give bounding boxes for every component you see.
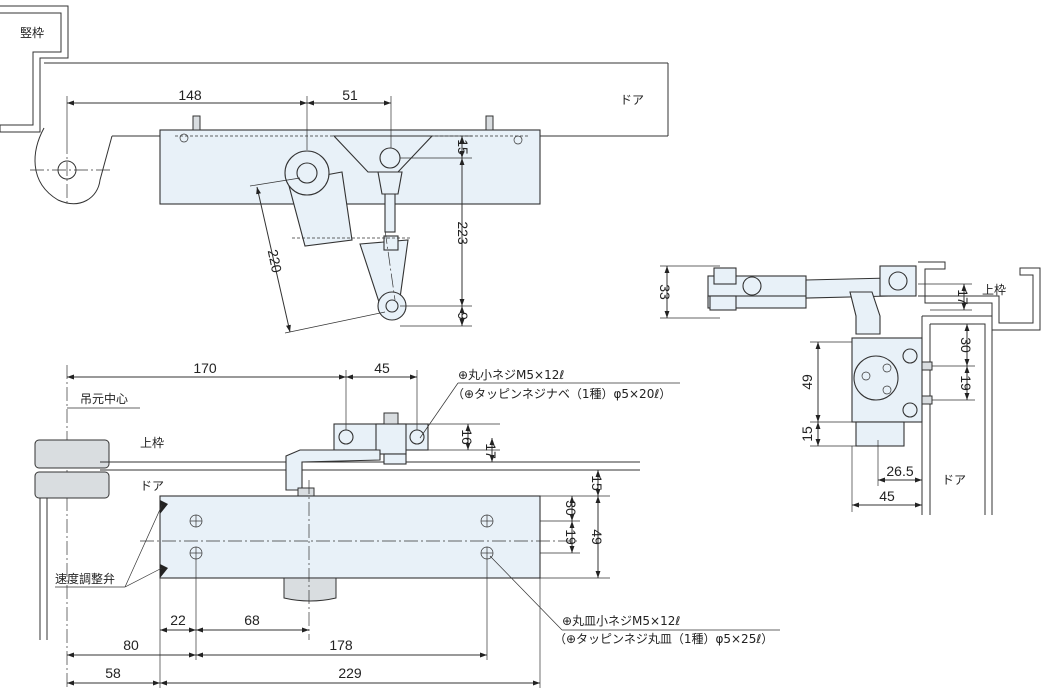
dim-26-5: 26.5 bbox=[886, 463, 913, 479]
side-view: 33 17 上枠 30 19 49 15 26.5 45 ドア bbox=[657, 261, 1041, 515]
label-frame-vertical: 竪枠 bbox=[20, 26, 44, 40]
dim-15-side: 15 bbox=[799, 426, 815, 442]
dim-16: 16 bbox=[459, 429, 475, 445]
label-screw-top-2: （⊕タッピンネジナベ（1種）φ5×20ℓ） bbox=[452, 387, 671, 401]
top-frame-profile bbox=[918, 261, 1041, 331]
dim-22: 22 bbox=[170, 612, 186, 628]
label-screw-top-1: ⊕丸小ネジM5×12ℓ bbox=[458, 368, 564, 382]
label-hinge-center: 吊元中心 bbox=[80, 391, 128, 406]
dim-220: 220 bbox=[265, 248, 286, 274]
dim-17-side: 17 bbox=[955, 289, 971, 305]
dim-45-front: 45 bbox=[374, 360, 390, 376]
dim-19-front: 19 bbox=[563, 529, 579, 545]
dim-68: 68 bbox=[244, 612, 260, 628]
label-frame-top-right: 上枠 bbox=[982, 283, 1006, 297]
dim-148: 148 bbox=[178, 87, 202, 103]
closer-body-front bbox=[159, 495, 541, 579]
dim-15-top: 15 bbox=[455, 139, 471, 155]
dim-49-front: 49 bbox=[589, 529, 605, 545]
label-door-top: ドア bbox=[620, 93, 644, 107]
dim-15-front: 15 bbox=[589, 475, 605, 491]
dim-229: 229 bbox=[338, 665, 362, 681]
top-view: 148 51 15 223 9 220 竪枠 ドア bbox=[0, 5, 669, 334]
dim-30-front: 30 bbox=[563, 500, 579, 516]
label-speed-valve: 速度調整弁 bbox=[55, 571, 115, 586]
front-arm bbox=[285, 449, 381, 491]
label-door-bottom: ドア bbox=[140, 479, 164, 493]
dim-45-side: 45 bbox=[879, 488, 895, 504]
dim-223: 223 bbox=[455, 221, 471, 245]
dim-58: 58 bbox=[105, 665, 121, 681]
dim-51: 51 bbox=[342, 87, 358, 103]
label-screw-bottom-1: ⊕丸皿小ネジM5×12ℓ bbox=[562, 614, 680, 628]
dim-19-side: 19 bbox=[958, 375, 974, 391]
dim-178: 178 bbox=[329, 637, 353, 653]
closer-body-top bbox=[159, 129, 541, 205]
dim-17-front: 17 bbox=[483, 443, 499, 459]
front-view: 吊元中心 上枠 ドア 速度調整弁 ⊕丸小ネジM5×12ℓ （⊕タッピンネジナベ（… bbox=[34, 360, 780, 690]
vertical-frame-profile bbox=[0, 5, 69, 133]
dim-80: 80 bbox=[123, 637, 139, 653]
dim-9: 9 bbox=[455, 312, 471, 320]
dim-30-side: 30 bbox=[958, 337, 974, 353]
label-door-right: ドア bbox=[942, 473, 966, 487]
label-screw-bottom-2: （⊕タッピンネジ丸皿（1種）φ5×25ℓ） bbox=[554, 632, 773, 646]
dim-49-side: 49 bbox=[799, 374, 815, 390]
screw-holes bbox=[189, 514, 494, 560]
dim-170: 170 bbox=[193, 360, 217, 376]
hinge-knuckle bbox=[34, 127, 113, 205]
dim-33: 33 bbox=[657, 284, 673, 300]
label-frame-top-bottom: 上枠 bbox=[140, 436, 164, 450]
hinge-block-top bbox=[34, 439, 110, 469]
